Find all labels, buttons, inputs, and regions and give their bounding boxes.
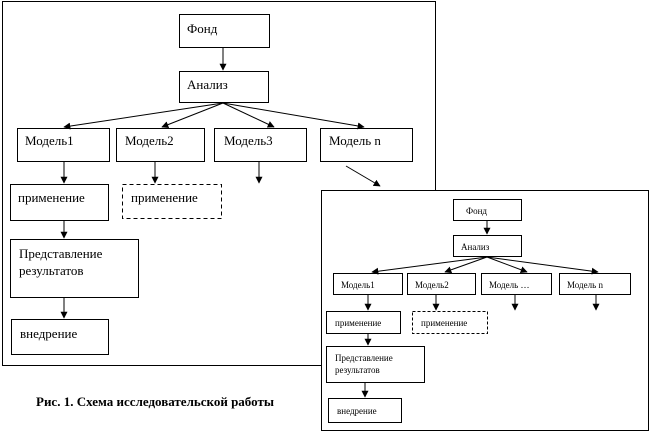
inset-model2-box bbox=[407, 273, 476, 295]
arrow-analysis-model-n bbox=[222, 102, 365, 130]
results-label-line2: результатов bbox=[19, 263, 84, 278]
arrow-model-n-to-inset bbox=[345, 165, 381, 187]
inset-arrow-analysis-model2 bbox=[444, 256, 488, 274]
inset-application-label: применение bbox=[335, 318, 381, 328]
application-label: применение bbox=[18, 190, 85, 205]
application-dashed-box bbox=[122, 184, 222, 219]
model3-label: Модель3 bbox=[224, 133, 273, 148]
inset-model1-box bbox=[333, 273, 403, 295]
inset-application-box bbox=[326, 311, 401, 334]
application-dashed-label: применение bbox=[131, 190, 198, 205]
inset-implementation-label: внедрение bbox=[337, 406, 377, 416]
results-label-line1: Представление bbox=[19, 246, 103, 261]
application-box bbox=[10, 184, 109, 221]
inset-model1-label: Модель1 bbox=[341, 280, 375, 290]
model2-label: Модель2 bbox=[125, 133, 174, 148]
main-frame bbox=[2, 1, 436, 366]
arrow-analysis-model2 bbox=[161, 102, 224, 128]
inset-model2-label: Модель2 bbox=[415, 280, 449, 290]
inset-model-n-label: Модель n bbox=[567, 280, 603, 290]
inset-model3-box bbox=[481, 273, 552, 295]
model3-box bbox=[214, 128, 307, 162]
inset-implementation-box bbox=[328, 398, 402, 423]
inset-arrow-analysis-model3 bbox=[486, 256, 528, 274]
inset-diagram: Фонд Анализ Модель1 Модель2 Модель … Мод… bbox=[326, 199, 631, 423]
main-diagram: Фонд Анализ Модель1 Модель2 Модель3 Моде… bbox=[10, 14, 413, 355]
inset-results-box bbox=[326, 346, 425, 383]
inset-fund-box bbox=[453, 199, 522, 221]
inset-analysis-box bbox=[453, 235, 522, 257]
model1-box bbox=[17, 128, 110, 162]
arrow-analysis-model1 bbox=[63, 102, 224, 130]
model1-label: Модель1 bbox=[25, 133, 74, 148]
inset-fund-label: Фонд bbox=[466, 206, 487, 216]
inset-model3-label: Модель … bbox=[489, 280, 529, 290]
inset-analysis-label: Анализ bbox=[461, 242, 490, 252]
inset-arrow-analysis-model-n bbox=[486, 256, 599, 275]
arrow-analysis-model3 bbox=[222, 102, 275, 128]
implementation-box bbox=[11, 319, 109, 355]
inset-results-label-line2: результатов bbox=[335, 365, 380, 375]
inset-results-label-line1: Представление bbox=[335, 353, 393, 363]
analysis-box bbox=[179, 71, 269, 103]
inset-application-dashed-label: применение bbox=[421, 318, 467, 328]
results-box bbox=[10, 239, 139, 298]
model-n-label: Модель n bbox=[329, 133, 381, 148]
model-n-box bbox=[320, 128, 413, 162]
figure-caption: Рис. 1. Схема исследовательской работы bbox=[36, 394, 274, 409]
analysis-label: Анализ bbox=[187, 77, 228, 92]
inset-frame bbox=[321, 190, 649, 431]
inset-arrow-analysis-model1 bbox=[371, 256, 488, 275]
model2-box bbox=[116, 128, 205, 162]
implementation-label: внедрение bbox=[20, 326, 77, 341]
inset-application-dashed-box bbox=[412, 311, 488, 334]
fund-label: Фонд bbox=[187, 21, 218, 36]
fund-box bbox=[179, 14, 270, 48]
